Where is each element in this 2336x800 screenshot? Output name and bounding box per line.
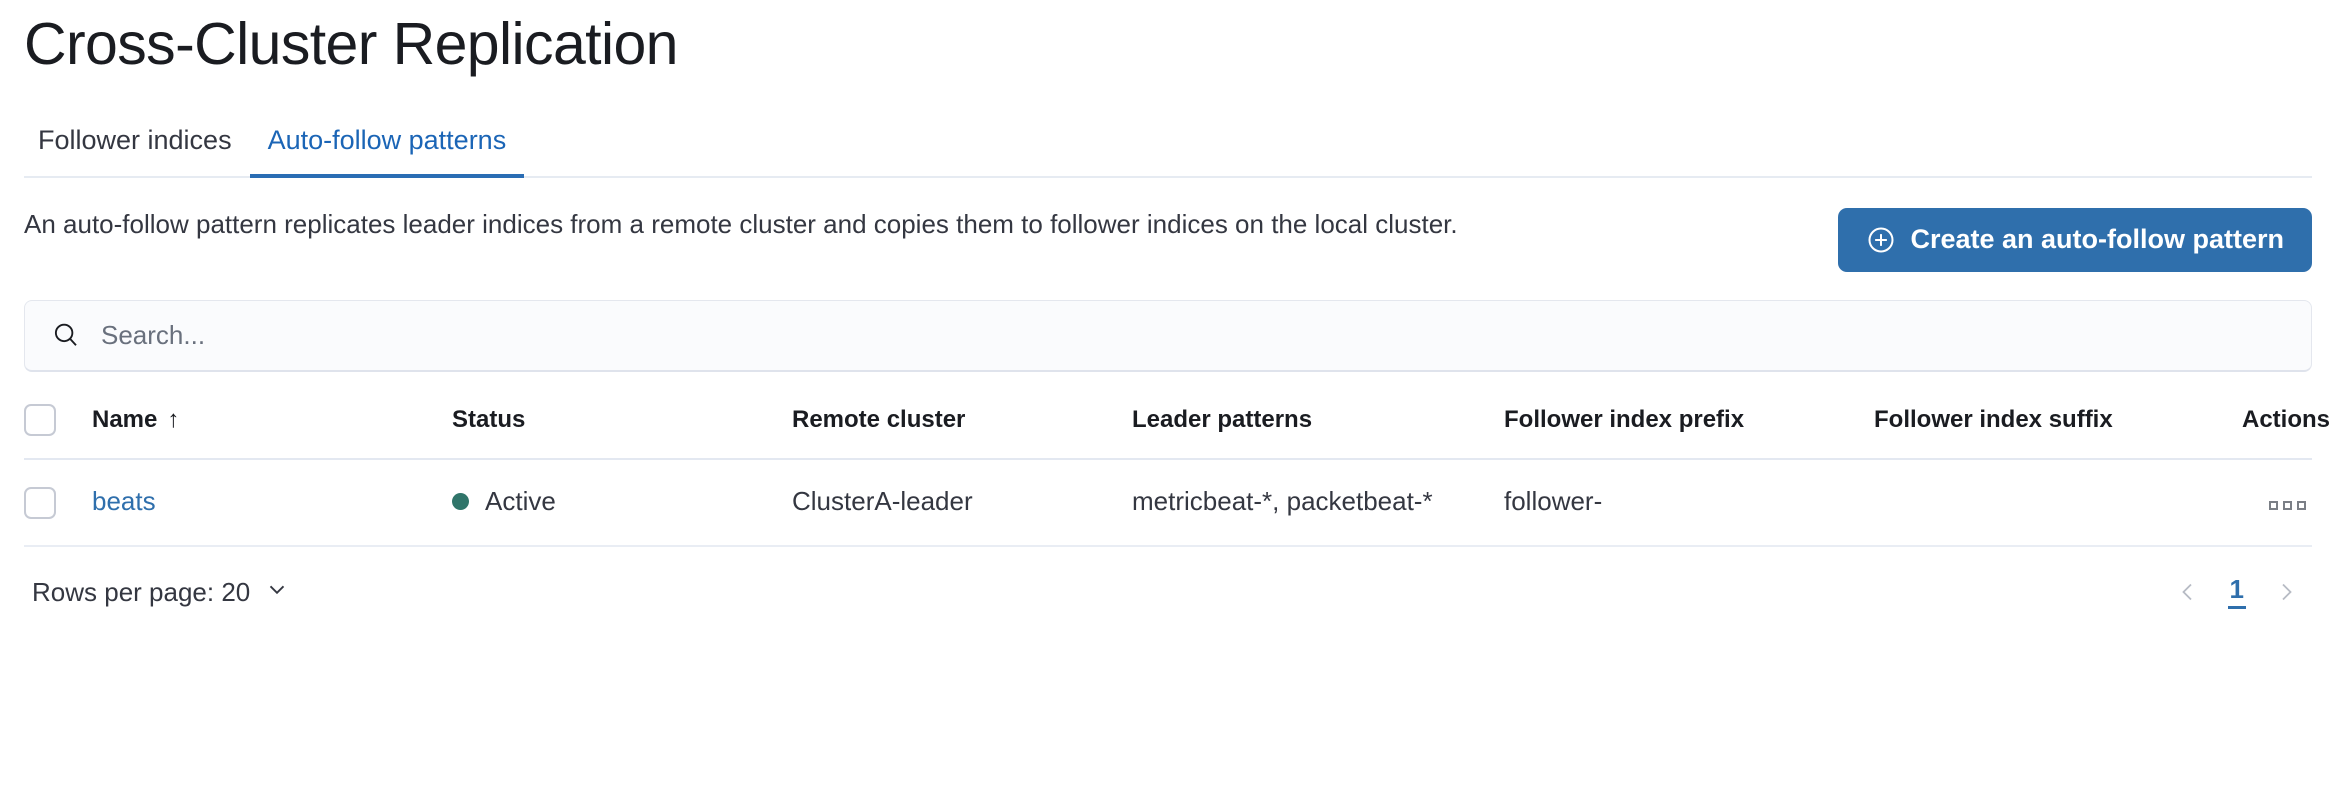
auto-follow-patterns-table: Name ↑ Status Remote cluster Leader patt… — [24, 393, 2330, 548]
column-header-name-label: Name — [92, 405, 158, 433]
cell-follower-index-prefix: follower- — [1504, 458, 1874, 548]
table-footer: Rows per page: 20 1 — [24, 573, 2312, 611]
row-select-cell — [24, 458, 92, 548]
pagination: 1 — [2170, 573, 2312, 611]
column-header-name[interactable]: Name ↑ — [92, 393, 452, 460]
cell-follower-index-suffix — [1874, 458, 2242, 548]
table-row: beats Active ClusterA-leader metricbeat-… — [24, 458, 2312, 548]
cell-status: Active — [452, 458, 792, 548]
search-input[interactable] — [99, 318, 2285, 352]
chevron-right-icon[interactable] — [2268, 573, 2304, 611]
column-header-remote-cluster[interactable]: Remote cluster — [792, 393, 1132, 460]
chevron-down-icon — [264, 576, 290, 609]
cell-remote-cluster: ClusterA-leader — [792, 458, 1132, 548]
create-button-label: Create an auto-follow pattern — [1910, 224, 2284, 255]
page-title: Cross-Cluster Replication — [24, 11, 678, 77]
rows-per-page-label: Rows per page: 20 — [32, 576, 251, 607]
dot-1 — [2269, 500, 2278, 510]
column-header-leader-patterns[interactable]: Leader patterns — [1132, 393, 1504, 460]
column-header-follower-index-prefix[interactable]: Follower index prefix — [1504, 393, 1874, 460]
intro-section: An auto-follow pattern replicates leader… — [24, 206, 2312, 272]
select-all-header — [24, 393, 92, 460]
search-bar[interactable] — [24, 299, 2312, 372]
column-header-actions: Actions — [2242, 393, 2330, 460]
tab-follower-indices[interactable]: Follower indices — [24, 126, 250, 176]
search-icon — [51, 320, 81, 350]
more-actions-icon[interactable] — [2263, 495, 2312, 516]
status-dot-icon — [452, 492, 469, 510]
create-auto-follow-pattern-button[interactable]: Create an auto-follow pattern — [1838, 207, 2312, 272]
name-sort-control[interactable]: Name ↑ — [92, 406, 179, 434]
select-all-checkbox[interactable] — [24, 403, 56, 436]
cell-name: beats — [92, 458, 452, 548]
intro-description: An auto-follow pattern replicates leader… — [24, 208, 1458, 239]
status-label: Active — [485, 485, 556, 516]
plus-in-circle-icon — [1866, 225, 1896, 255]
tab-bar: Follower indices Auto-follow patterns — [24, 116, 2312, 178]
tab-auto-follow-patterns[interactable]: Auto-follow patterns — [249, 126, 525, 178]
status-badge: Active — [452, 484, 556, 519]
column-header-status[interactable]: Status — [452, 393, 792, 460]
table-header-row: Name ↑ Status Remote cluster Leader patt… — [24, 393, 2330, 460]
cell-actions — [2242, 458, 2312, 548]
dot-3 — [2297, 500, 2306, 510]
dot-2 — [2283, 500, 2292, 510]
column-header-follower-index-suffix[interactable]: Follower index suffix — [1874, 393, 2242, 460]
pattern-name-link[interactable]: beats — [92, 485, 156, 516]
chevron-left-icon[interactable] — [2170, 573, 2206, 611]
arrow-up-icon: ↑ — [167, 405, 180, 433]
cell-leader-patterns: metricbeat-*, packetbeat-* — [1132, 458, 1504, 548]
pagination-page-1[interactable]: 1 — [2227, 575, 2246, 609]
rows-per-page-selector[interactable]: Rows per page: 20 — [24, 576, 298, 609]
row-select-checkbox[interactable] — [24, 487, 56, 520]
